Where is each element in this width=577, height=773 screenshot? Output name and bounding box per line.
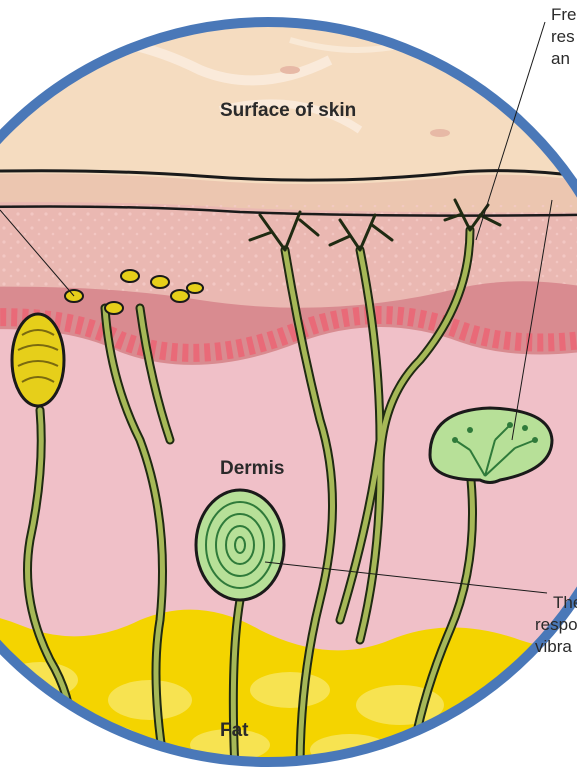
free-nerve-endings-callout-line-3: an bbox=[551, 48, 570, 70]
pressure-receptor-callout-line-3: vibra bbox=[535, 636, 572, 658]
free-nerve-endings-callout-line-1: Fre bbox=[551, 4, 577, 26]
pressure-receptor-callout-line-1: The bbox=[553, 592, 577, 614]
fat-label: Fat bbox=[220, 720, 249, 742]
green-onion-receptor bbox=[196, 490, 284, 600]
dermis-label: Dermis bbox=[220, 458, 284, 480]
yellow-oval-receptor bbox=[12, 314, 64, 406]
free-nerve-endings-callout-line-2: res bbox=[551, 26, 575, 48]
pressure-receptor-callout-line-2: respo bbox=[535, 614, 577, 636]
surface-of-skin-label: Surface of skin bbox=[220, 100, 356, 122]
